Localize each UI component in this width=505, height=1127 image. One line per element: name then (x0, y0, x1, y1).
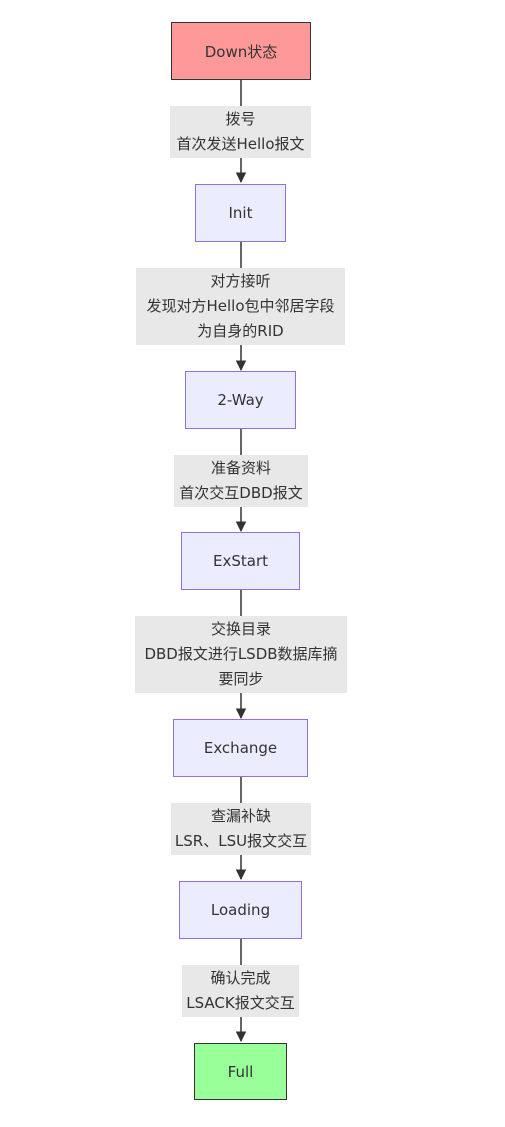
state-exchange: Exchange (173, 719, 308, 777)
transition-line: LSACK报文交互 (186, 994, 295, 1012)
transition-label-loading-full: 确认完成 LSACK报文交互 (182, 965, 299, 1017)
transition-line: 首次交互DBD报文 (179, 484, 303, 502)
state-down: Down状态 (171, 22, 311, 80)
transition-line: 确认完成 (210, 969, 271, 987)
transition-line: DBD报文进行LSDB数据库摘 (144, 645, 338, 663)
transition-label-init-2way: 对方接听 发现对方Hello包中邻居字段 为自身的RID (136, 268, 345, 345)
state-exstart: ExStart (181, 532, 300, 590)
state-loading: Loading (179, 881, 302, 939)
state-2way: 2-Way (185, 371, 296, 429)
transition-label-2way-exstart: 准备资料 首次交互DBD报文 (174, 455, 308, 507)
transition-line: LSR、LSU报文交互 (174, 832, 308, 850)
transition-line: 准备资料 (210, 459, 271, 477)
transition-line: 查漏补缺 (210, 807, 271, 825)
transition-line: 对方接听 (210, 272, 271, 290)
transition-line: 交换目录 (210, 620, 271, 638)
transition-label-exchange-loading: 查漏补缺 LSR、LSU报文交互 (171, 803, 311, 855)
transition-line: 首次发送Hello报文 (176, 135, 305, 153)
transition-line: 为自身的RID (197, 322, 284, 340)
transition-line: 拨号 (225, 110, 256, 128)
state-full: Full (194, 1043, 287, 1100)
transition-label-exstart-exchange: 交换目录 DBD报文进行LSDB数据库摘 要同步 (135, 616, 347, 693)
state-init: Init (195, 184, 286, 242)
transition-line: 要同步 (218, 670, 264, 688)
transition-label-down-init: 拨号 首次发送Hello报文 (170, 106, 311, 158)
transition-line: 发现对方Hello包中邻居字段 (146, 297, 335, 315)
